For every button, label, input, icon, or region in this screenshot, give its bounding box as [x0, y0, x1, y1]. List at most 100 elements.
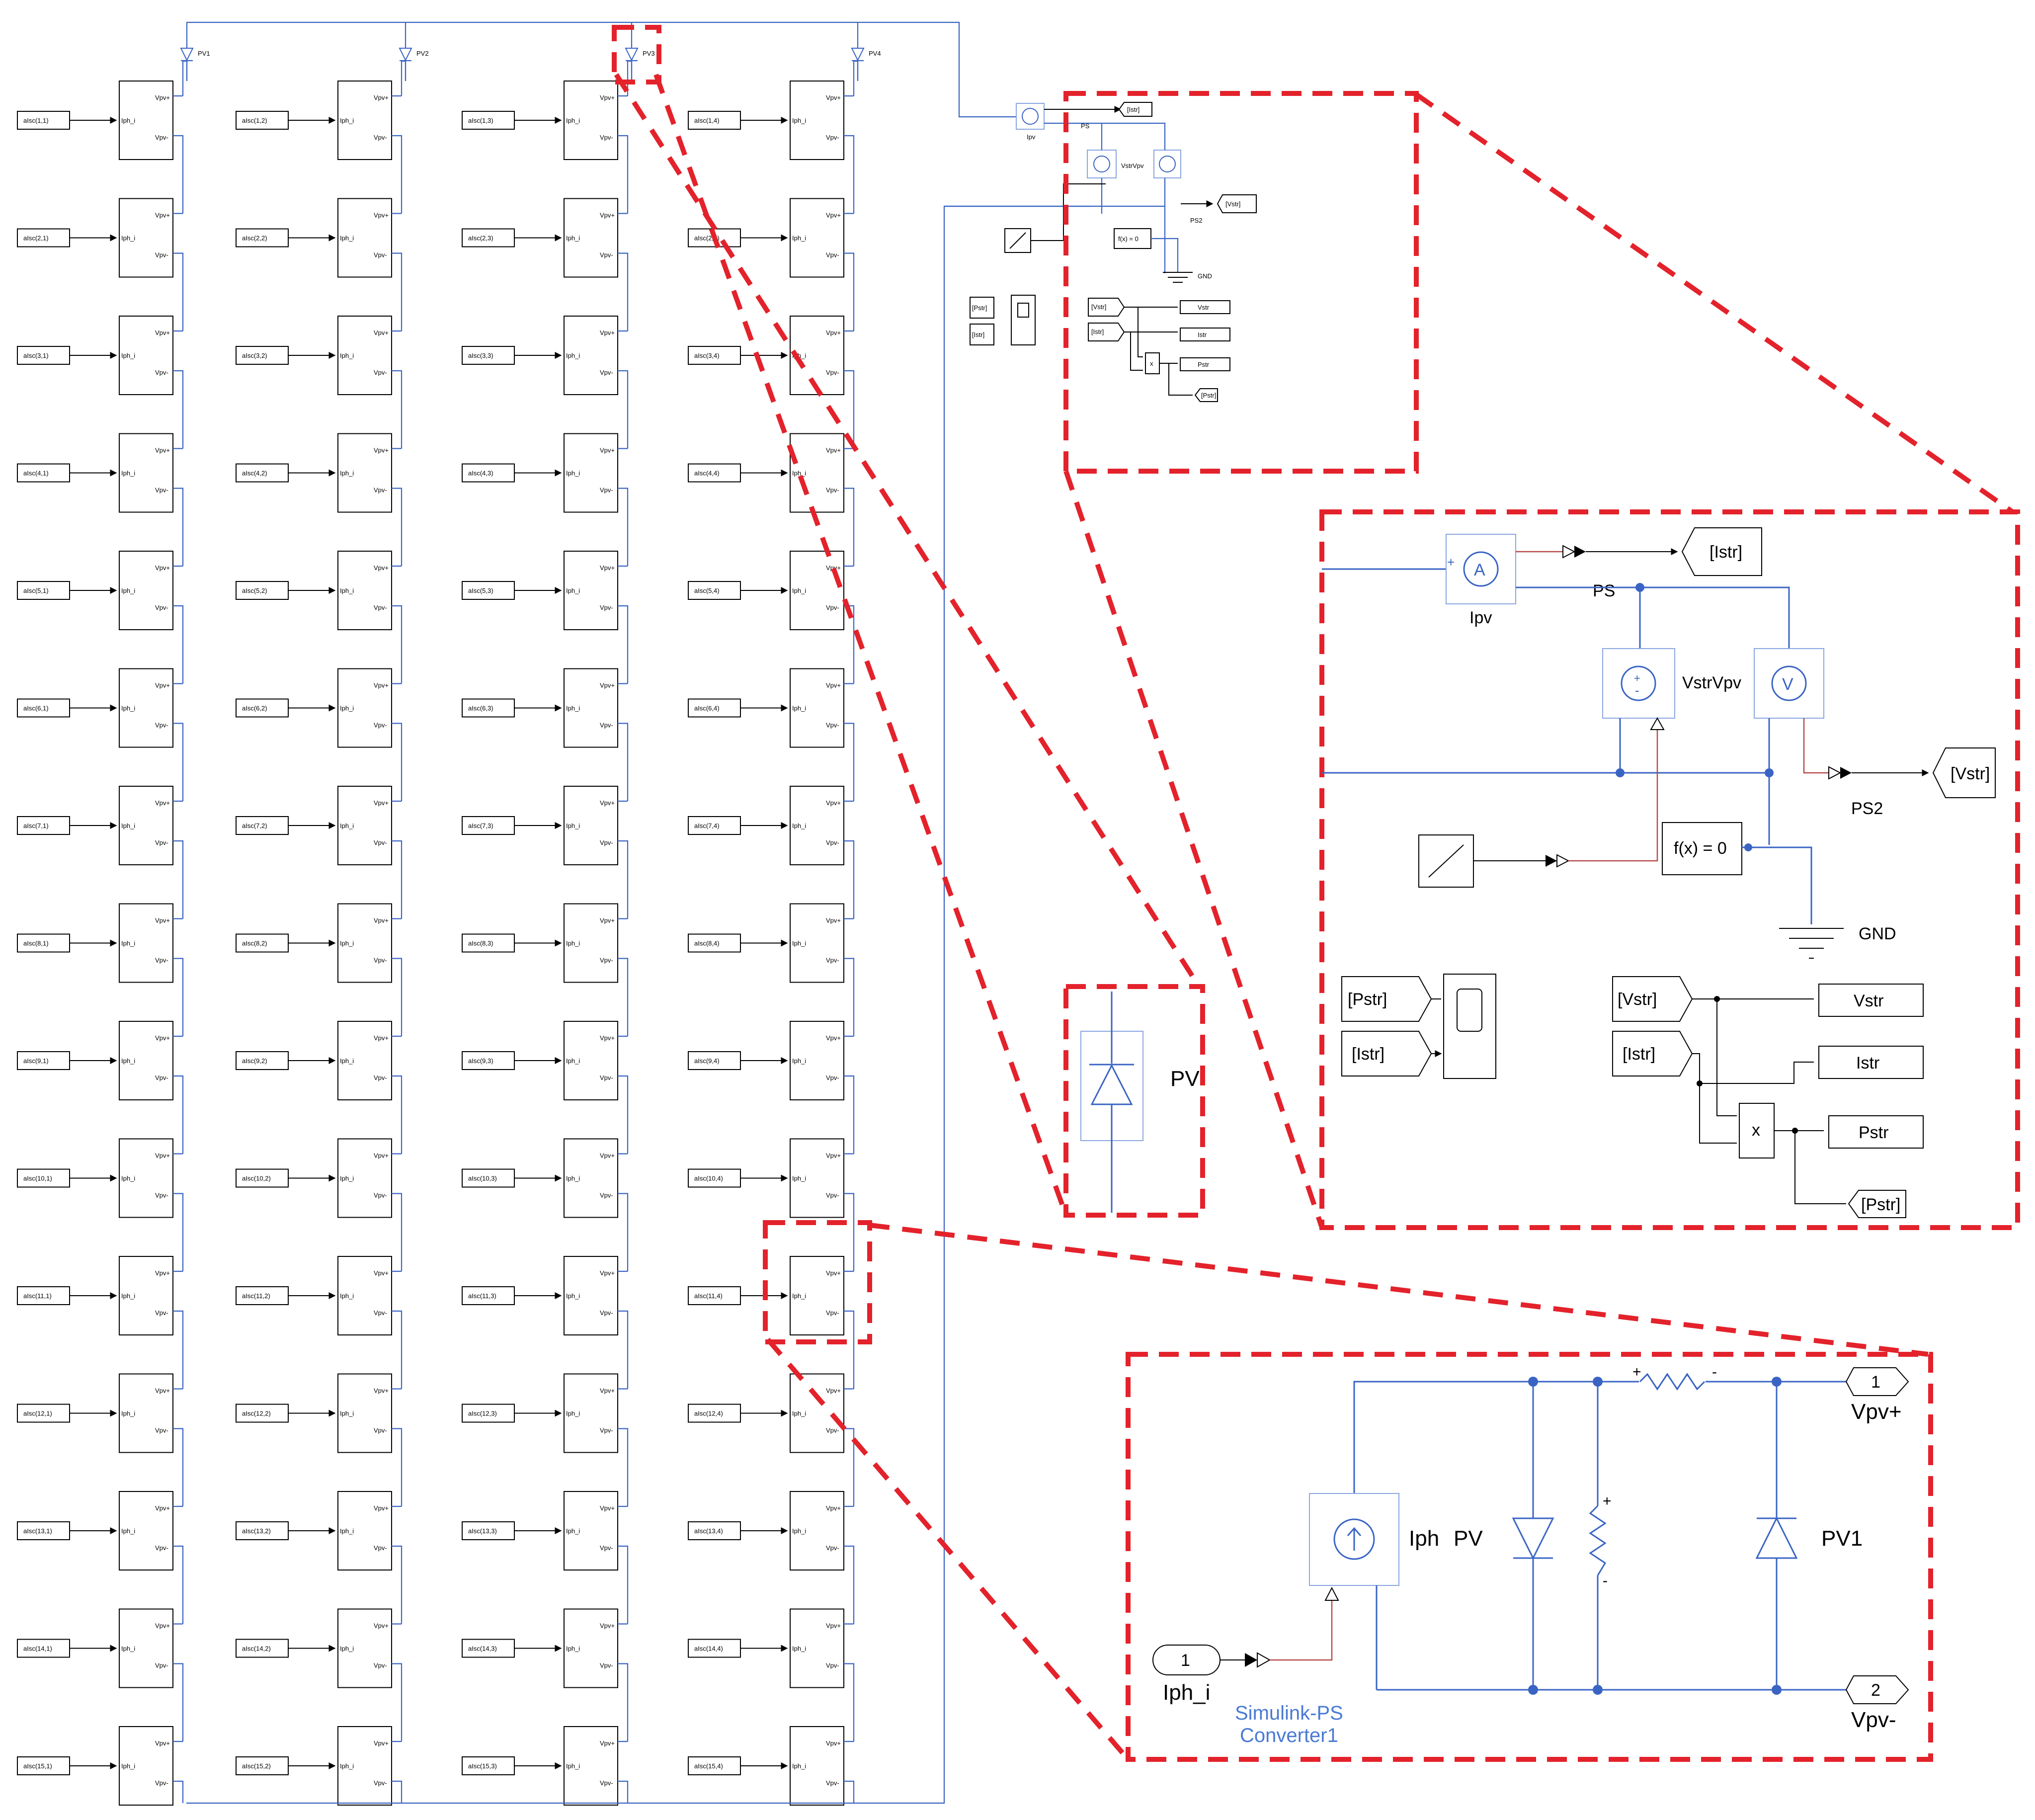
pstr-goto[interactable] — [1848, 1190, 1906, 1218]
product-block[interactable] — [1739, 1103, 1775, 1158]
isc-input-block[interactable]: aIsc(3,4) — [688, 346, 788, 365]
isc-input-block[interactable]: aIsc(3,2) — [236, 346, 336, 365]
vstr-from[interactable] — [1612, 976, 1693, 1022]
istr-from-small[interactable] — [970, 324, 994, 345]
isc-input-block[interactable]: aIsc(8,2) — [236, 933, 336, 953]
isc-input-block[interactable]: aIsc(5,2) — [236, 581, 336, 600]
isc-input-block[interactable]: aIsc(12,1) — [17, 1404, 117, 1423]
isc-input-block[interactable]: aIsc(15,3) — [462, 1756, 562, 1775]
isc-input-block[interactable]: aIsc(8,1) — [17, 933, 117, 953]
vstrvpv-source[interactable] — [1602, 648, 1675, 719]
istr-from-2[interactable] — [1612, 1031, 1693, 1076]
isc-input-block[interactable]: aIsc(6,3) — [462, 698, 562, 718]
isc-input-block[interactable]: aIsc(14,3) — [462, 1639, 562, 1658]
isc-input-block[interactable]: aIsc(6,4) — [688, 698, 788, 718]
isc-input-block[interactable]: aIsc(1,3) — [462, 111, 562, 130]
voltmeter-block-small[interactable] — [1153, 150, 1181, 178]
vstr-out-small[interactable] — [1180, 300, 1230, 314]
istr-out-small[interactable] — [1180, 328, 1230, 341]
ammeter-block[interactable] — [1446, 534, 1516, 604]
isc-input-block[interactable]: aIsc(11,3) — [462, 1286, 562, 1305]
isc-input-block[interactable]: aIsc(9,2) — [236, 1051, 336, 1070]
isc-input-block[interactable]: aIsc(7,4) — [688, 816, 788, 835]
isc-input-block[interactable]: aIsc(15,1) — [17, 1756, 117, 1775]
isc-input-block[interactable]: aIsc(8,4) — [688, 933, 788, 953]
isc-input-block[interactable]: aIsc(1,2) — [236, 111, 336, 130]
isc-input-block[interactable]: aIsc(10,3) — [462, 1168, 562, 1188]
pstr-from[interactable] — [1341, 976, 1432, 1022]
isc-input-block[interactable]: aIsc(9,1) — [17, 1051, 117, 1070]
isc-input-block[interactable]: aIsc(13,3) — [462, 1521, 562, 1540]
isc-input-block[interactable]: aIsc(9,3) — [462, 1051, 562, 1070]
istr-goto[interactable] — [1681, 527, 1762, 576]
isc-input-block[interactable]: aIsc(10,2) — [236, 1168, 336, 1188]
istr-from-small-2[interactable] — [1088, 323, 1125, 341]
isc-input-block[interactable]: aIsc(9,4) — [688, 1051, 788, 1070]
isc-input-block[interactable]: aIsc(3,1) — [17, 346, 117, 365]
isc-input-block[interactable]: aIsc(12,2) — [236, 1404, 336, 1423]
isc-input-block[interactable]: aIsc(10,1) — [17, 1168, 117, 1188]
column-diode-1[interactable]: PV1 — [180, 22, 210, 81]
isc-input-block[interactable]: aIsc(11,2) — [236, 1286, 336, 1305]
isc-input-block[interactable]: aIsc(1,4) — [688, 111, 788, 130]
istr-outport[interactable] — [1818, 1046, 1924, 1079]
isc-input-block[interactable]: aIsc(13,4) — [688, 1521, 788, 1540]
isc-input-block[interactable]: aIsc(15,4) — [688, 1756, 788, 1775]
isc-input-block[interactable]: aIsc(4,4) — [688, 463, 788, 483]
isc-input-block[interactable]: aIsc(4,1) — [17, 463, 117, 483]
isc-input-block[interactable]: aIsc(12,4) — [688, 1404, 788, 1423]
isc-input-block[interactable]: aIsc(2,1) — [17, 228, 117, 248]
pstr-out-small[interactable] — [1180, 357, 1230, 371]
isc-input-block[interactable]: aIsc(2,2) — [236, 228, 336, 248]
ammeter-block-small[interactable] — [1016, 103, 1045, 130]
isc-input-block[interactable]: aIsc(7,2) — [236, 816, 336, 835]
mult-block-small[interactable] — [1145, 352, 1160, 374]
outport-vpv-minus[interactable] — [1845, 1675, 1909, 1704]
isc-input-block[interactable]: aIsc(14,4) — [688, 1639, 788, 1658]
isc-input-block[interactable]: aIsc(2,3) — [462, 228, 562, 248]
isc-input-block[interactable]: aIsc(6,2) — [236, 698, 336, 718]
pstr-outport[interactable] — [1828, 1115, 1924, 1149]
isc-input-block[interactable]: aIsc(11,4) — [688, 1286, 788, 1305]
pstr-goto-small[interactable] — [1194, 388, 1218, 402]
isc-input-block[interactable]: aIsc(6,1) — [17, 698, 117, 718]
vstr-from-small[interactable] — [1088, 298, 1125, 317]
isc-input-block[interactable]: aIsc(8,3) — [462, 933, 562, 953]
isc-input-block[interactable]: aIsc(4,3) — [462, 463, 562, 483]
